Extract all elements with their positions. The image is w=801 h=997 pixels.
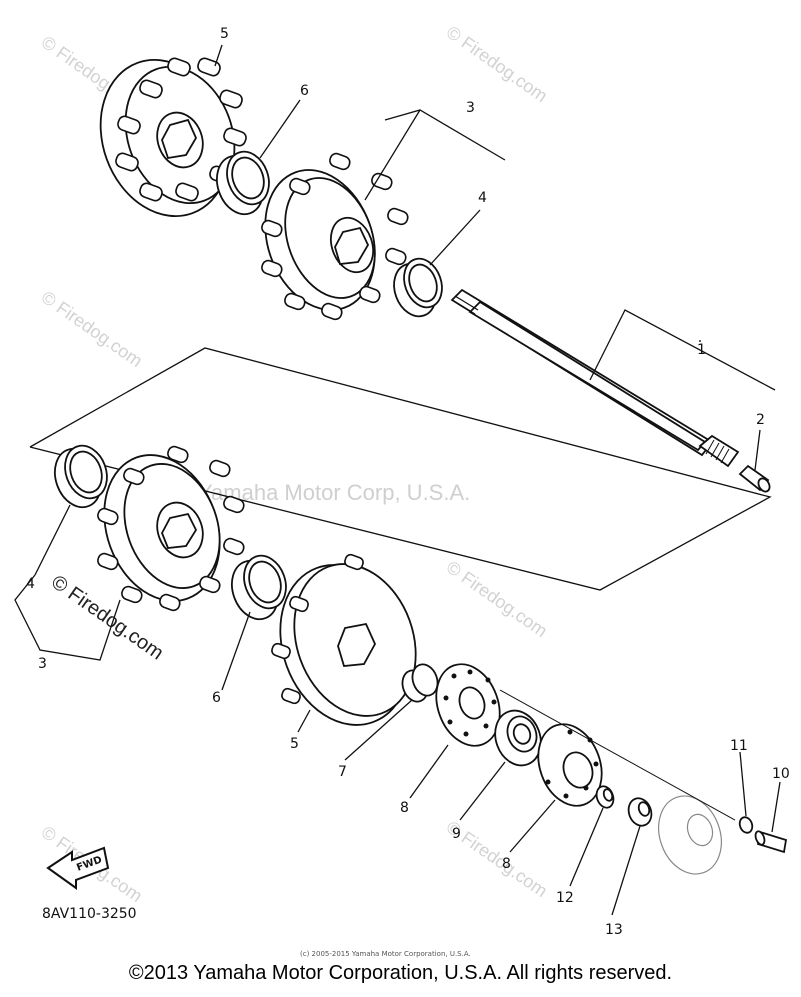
firedog-watermark: © Firedog.com [443, 22, 551, 106]
bushing-4-lower [54, 444, 108, 509]
callout-5-lower: 5 [290, 736, 299, 752]
assembly-boundary [29, 347, 772, 591]
bolt [754, 830, 788, 854]
idler-wheel-lower [271, 553, 417, 726]
callout-4-upper: 4 [478, 190, 487, 206]
hub-plate-inner [435, 663, 501, 747]
pin [738, 464, 771, 493]
callout-10: 10 [772, 766, 790, 782]
firedog-watermark: © Firedog.com [443, 557, 551, 641]
callout-9: 9 [452, 826, 461, 842]
callout-leaders-upper [214, 44, 776, 471]
sprocket-assembly-upper [261, 152, 409, 321]
sprocket-assembly-lower [97, 445, 245, 612]
sprocket-large-upper [99, 57, 247, 218]
nut [627, 797, 653, 827]
bushing-4-upper [393, 257, 443, 318]
bushing-lower [231, 554, 287, 621]
part-code: 8AV110-3250 [42, 906, 137, 922]
callout-6-upper: 6 [300, 83, 309, 99]
callout-numbers: 5 6 3 4 1 2 4 3 6 5 7 8 9 8 12 13 11 10 [26, 26, 790, 938]
forward-arrow: FWD [46, 846, 110, 890]
callout-4-lower: 4 [26, 576, 35, 592]
washer [595, 785, 615, 809]
callout-8-outer: 8 [502, 856, 511, 872]
small-copyright: (c) 2005-2015 Yamaha Motor Corporation, … [300, 950, 471, 958]
callout-2: 2 [756, 412, 765, 428]
callout-13: 13 [605, 922, 623, 938]
drive-shaft [450, 288, 740, 468]
callout-6-lower: 6 [212, 690, 221, 706]
bearing [494, 709, 542, 767]
callout-8-inner: 8 [400, 800, 409, 816]
callout-1: 1 [697, 342, 706, 358]
copyright-footer: ©2013 Yamaha Motor Corporation, U.S.A. A… [128, 962, 673, 984]
callout-5-upper: 5 [220, 26, 229, 42]
firedog-watermark: © Firedog.com [38, 287, 146, 371]
exploded-parts-diagram: © Firedog.com © Firedog.com © Firedog.co… [14, 22, 790, 958]
callout-11: 11 [730, 738, 748, 754]
hub-ghost [499, 689, 736, 875]
callout-3-upper: 3 [466, 100, 475, 116]
collar [401, 663, 439, 703]
callout-12: 12 [556, 890, 574, 906]
callout-3-lower: 3 [38, 656, 47, 672]
hub-plate-outer [537, 723, 603, 807]
bushing-upper [216, 150, 270, 216]
callout-leaders-lower [14, 504, 781, 916]
callout-7: 7 [338, 764, 347, 780]
lock-washer [738, 816, 754, 834]
